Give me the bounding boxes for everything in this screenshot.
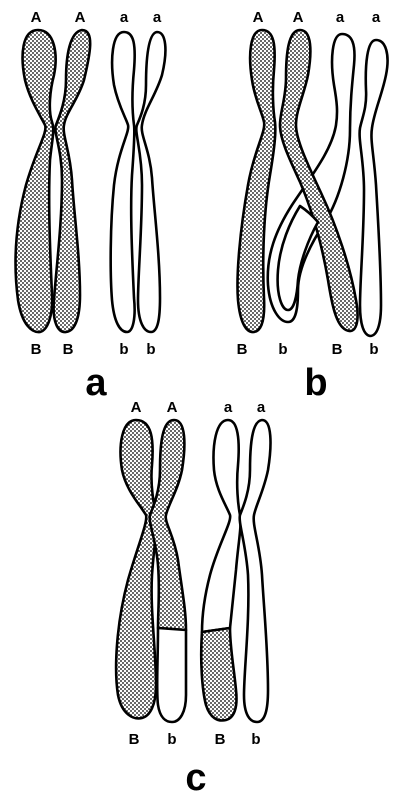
panel-a-bottom-label-2: B <box>63 341 74 358</box>
panel-a-top-label-3: a <box>120 9 129 26</box>
panel-b-top-label-2: A <box>293 9 304 26</box>
panel-c-bottom-label-2: b <box>167 731 176 748</box>
panel-b-bottom-label-1: B <box>237 341 248 358</box>
panel-a-label: a <box>85 362 107 404</box>
panel-c-top-label-1: A <box>131 399 142 416</box>
panel-b-top-label-1: A <box>253 9 264 26</box>
panel-a-bottom-label-1: B <box>31 341 42 358</box>
panel-a-top-label-2: A <box>75 9 86 26</box>
panel-b-bottom-label-2: b <box>278 341 287 358</box>
panel-c-chromatid-3-top <box>202 420 241 632</box>
panel-c-chromatid-4 <box>240 420 271 722</box>
panel-b-top-label-4: a <box>372 9 381 26</box>
panel-a-top-label-4: a <box>153 9 162 26</box>
panel-c-bottom-label-3: B <box>215 731 226 748</box>
panel-c-top-label-4: a <box>257 399 266 416</box>
panel-c-top-label-3: a <box>224 399 233 416</box>
panel-a-chromatid-4 <box>136 32 165 332</box>
panel-c-top-label-2: A <box>167 399 178 416</box>
panel-b-top-label-3: a <box>336 9 345 26</box>
panel-a-chromatid-2 <box>54 30 91 332</box>
panel-c-bottom-label-1: B <box>129 731 140 748</box>
panel-c-chromatid-3-bottom <box>201 628 236 720</box>
panel-a-bottom-label-4: b <box>146 341 155 358</box>
panel-c-chromatid-2-top <box>150 420 186 630</box>
panel-c-chromatid-1 <box>116 420 156 718</box>
panel-c-label: c <box>185 757 206 796</box>
panel-b-label: b <box>304 362 327 404</box>
panel-a-chromatid-3 <box>111 32 135 332</box>
panel-c: A A a a B b B b c <box>116 399 270 796</box>
panel-a-bottom-label-3: b <box>119 341 128 358</box>
panel-b-bottom-label-3: B <box>332 341 343 358</box>
panel-a-top-label-1: A <box>31 9 42 26</box>
panel-c-chromatid-2-bottom <box>157 628 186 722</box>
panel-a: A A a a B B b b a <box>16 9 166 404</box>
panel-b-chromatid-a-to-b-right <box>360 40 388 336</box>
panel-b: A A a a B b B b b <box>237 9 388 404</box>
panel-c-bottom-label-4: b <box>251 731 260 748</box>
panel-a-chromatid-1 <box>16 30 56 332</box>
panel-b-bottom-label-4: b <box>369 341 378 358</box>
